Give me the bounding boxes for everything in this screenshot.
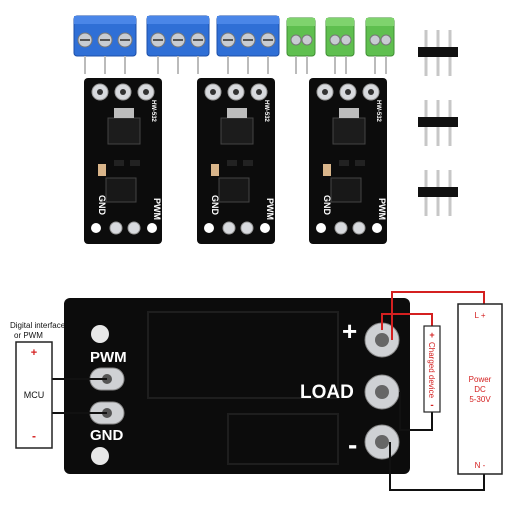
large-board: PWM GND LOAD + - — [64, 298, 410, 474]
terminal-pad-plus — [364, 322, 400, 358]
pwm-label: PWM — [90, 349, 127, 366]
board-model-label: HW-532 — [375, 100, 381, 123]
board-model-label: HW-532 — [263, 100, 269, 123]
charged-device-plus: + — [429, 330, 434, 340]
charged-device-box: + Charged device - — [423, 325, 441, 413]
mosfet-board-1: HW-532 PWM GND — [83, 77, 163, 245]
power-supply-box: L + Power DC 5-30V N - — [457, 303, 503, 475]
digital-interface-label: Digital interface — [10, 321, 66, 330]
power-top-label: L + — [474, 311, 485, 320]
charged-device-label: Charged device — [427, 342, 436, 399]
charged-device-minus: - — [430, 400, 433, 411]
minus-label: - — [348, 429, 357, 460]
green-screw-terminals — [286, 17, 395, 75]
terminal-pad-minus — [364, 424, 400, 460]
or-pwm-label: or PWM — [14, 331, 43, 340]
gnd-label: GND — [90, 427, 124, 444]
mosfet-board-2: HW-532 PWM GND — [196, 77, 276, 245]
plus-label: + — [342, 316, 357, 346]
board-pwm-label: PWM — [265, 198, 275, 220]
power-dc-label: DC — [474, 385, 486, 394]
mcu-plus-label: + — [31, 347, 37, 359]
power-label: Power — [469, 375, 492, 384]
board-gnd-label: GND — [210, 195, 220, 216]
power-voltage-label: 5-30V — [469, 395, 491, 404]
board-pwm-label: PWM — [152, 198, 162, 220]
blue-screw-terminals — [73, 15, 280, 75]
board-model-label: HW-532 — [150, 100, 156, 123]
pin-headers — [416, 28, 460, 218]
wires — [52, 291, 485, 491]
board-pwm-label: PWM — [377, 198, 387, 220]
board-gnd-label: GND — [97, 195, 107, 216]
mosfet-board-3: HW-532 PWM GND — [308, 77, 388, 245]
power-bottom-label: N - — [475, 461, 486, 470]
terminal-pad-load — [364, 374, 400, 410]
mcu-minus-label: - — [32, 429, 36, 443]
mcu-box: + MCU - — [15, 341, 53, 449]
load-label: LOAD — [300, 382, 354, 403]
mcu-label: MCU — [24, 390, 45, 400]
board-gnd-label: GND — [322, 195, 332, 216]
